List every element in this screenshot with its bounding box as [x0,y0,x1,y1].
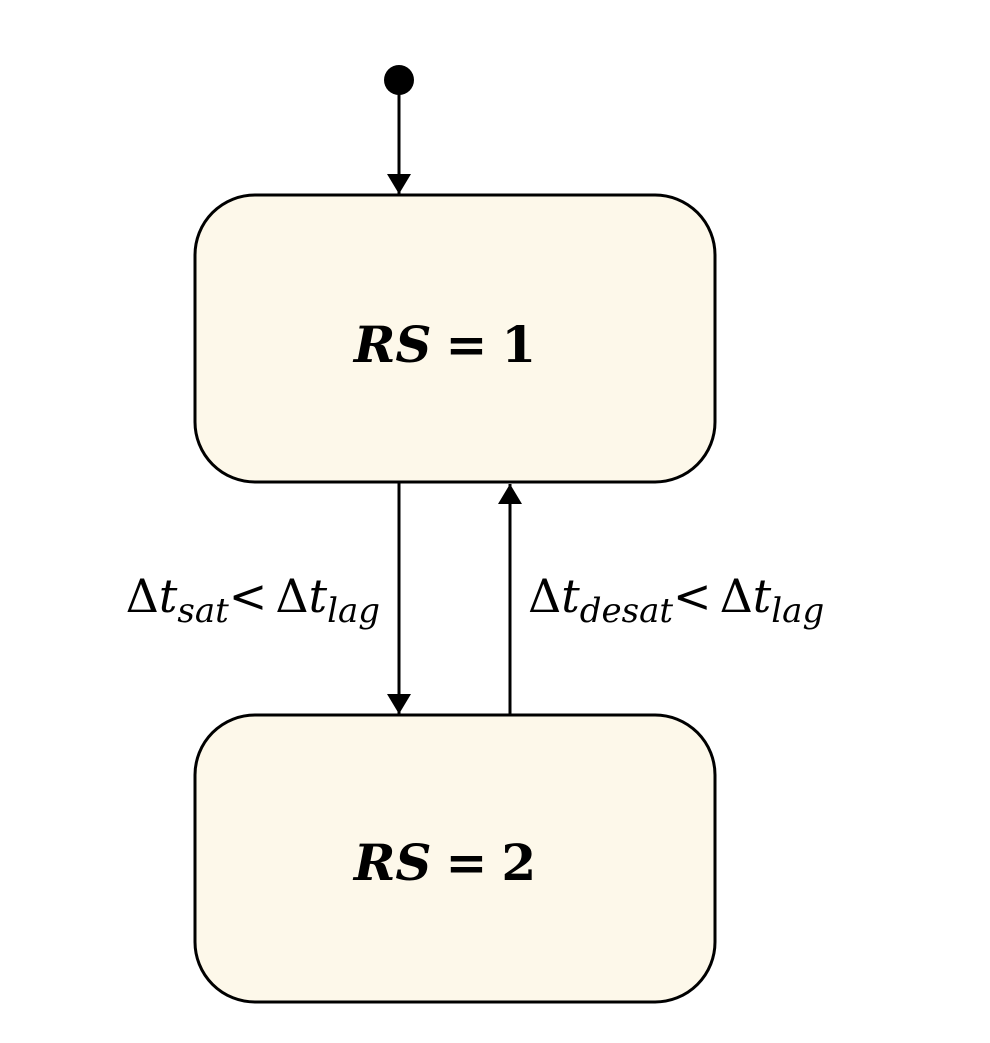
state-rs1-box [193,193,717,484]
state-rs1: RS=1 [193,193,717,484]
state-rs1-operator: = [445,315,487,374]
state-rs2-operator: = [445,833,487,892]
state-rs2-variable: RS [352,833,432,892]
state-rs1-label: RS=1 [352,315,536,374]
initial-state-dot [384,65,414,95]
state-rs2-value: 2 [501,833,536,892]
state-rs2: RS=2 [193,713,717,1004]
transition-rs1-to-rs2-condition: Δtsat<Δtlag [126,569,380,631]
state-rs1-value: 1 [501,315,536,374]
state-rs2-label: RS=2 [352,833,536,892]
state-rs1-variable: RS [352,315,432,374]
state-rs2-box [193,713,717,1004]
transition-rs2-to-rs1-condition: Δtdesat<Δtlag [528,569,824,631]
